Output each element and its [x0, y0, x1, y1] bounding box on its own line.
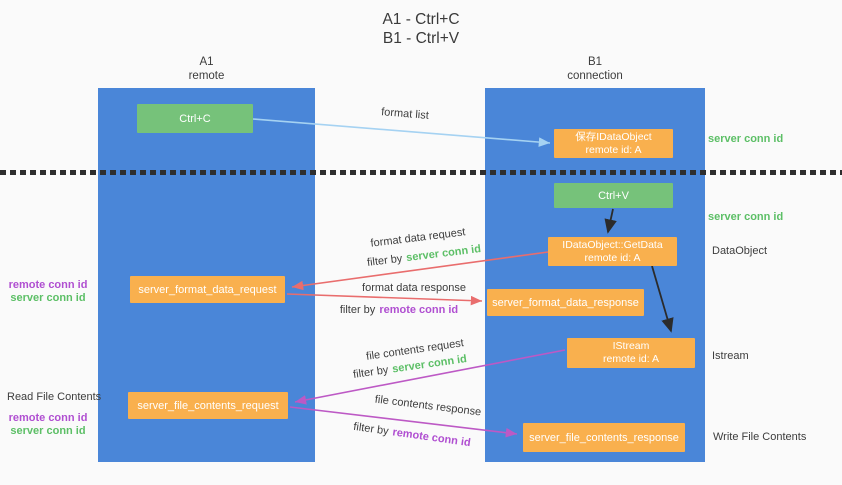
lane-header-b1: B1 connection — [485, 55, 705, 83]
istream-box: IStream remote id: A — [567, 338, 695, 368]
filter-by-text: filter by — [352, 420, 390, 438]
arrow-format-data-response — [286, 293, 483, 306]
lane-header-a1: A1 remote — [98, 55, 315, 83]
server-conn-id-left-1: server conn id — [10, 292, 86, 304]
read-file-contents-label: Read File Contents — [7, 391, 102, 403]
server-conn-id-text: server conn id — [405, 243, 482, 265]
server-format-data-response-box: server_format_data_response — [487, 289, 644, 316]
server-file-contents-request-label: server_file_contents_request — [137, 399, 279, 412]
istream-side-label: Istream — [712, 350, 749, 362]
ctrl-v-label: Ctrl+V — [598, 189, 629, 202]
format-list-label: format list — [380, 106, 430, 122]
server-conn-id-left-2: server conn id — [10, 425, 86, 437]
lane-b1-role: connection — [567, 70, 623, 82]
ctrl-c-box: Ctrl+C — [137, 104, 253, 133]
title-line-1: A1 - Ctrl+C — [382, 11, 460, 28]
format-data-response-label: format data response — [362, 282, 466, 294]
ctrl-v-box: Ctrl+V — [554, 183, 673, 208]
getdata-line1: IDataObject::GetData — [562, 238, 663, 251]
file-contents-response-label: file contents response — [374, 393, 482, 419]
page-title: A1 - Ctrl+C B1 - Ctrl+V — [0, 10, 842, 48]
write-file-contents-label: Write File Contents — [713, 431, 807, 443]
istream-line2: remote id: A — [602, 353, 660, 365]
save-idataobject-line1: 保存IDataObject — [575, 130, 652, 143]
save-idataobject-box: 保存IDataObject remote id: A — [554, 129, 673, 158]
server-conn-id-right-1: server conn id — [708, 133, 784, 145]
dotted-separator-line — [0, 170, 842, 175]
filter-by-text: filter by — [366, 252, 404, 269]
filter-by-text: filter by — [339, 304, 376, 316]
server-file-contents-response-label: server_file_contents_response — [529, 431, 679, 444]
lane-b1-name: B1 — [587, 56, 603, 68]
lane-a1-role: remote — [188, 70, 225, 82]
left-conn-id-group-2: remote conn id server conn id — [0, 412, 96, 438]
server-file-contents-request-box: server_file_contents_request — [128, 392, 288, 419]
remote-conn-id-left-2: remote conn id — [8, 412, 88, 424]
server-conn-id-right-2: server conn id — [708, 211, 784, 223]
save-idataobject-line2: remote id: A — [585, 143, 642, 156]
lane-a1-name: A1 — [199, 56, 214, 68]
filter-by-text: filter by — [352, 364, 390, 381]
server-format-data-request-label: server_format_data_request — [138, 283, 277, 296]
getdata-box: IDataObject::GetData remote id: A — [548, 237, 677, 266]
remote-conn-id-text: remote conn id — [379, 304, 459, 316]
server-format-data-response-label: server_format_data_response — [492, 296, 639, 309]
remote-conn-id-left-1: remote conn id — [8, 279, 88, 291]
getdata-line2: remote id: A — [584, 251, 641, 264]
istream-line1: IStream — [612, 340, 650, 352]
left-conn-id-group-1: remote conn id server conn id — [0, 279, 96, 305]
server-file-contents-response-box: server_file_contents_response — [523, 423, 685, 452]
dataobject-label: DataObject — [712, 245, 768, 257]
ctrl-c-label: Ctrl+C — [179, 112, 211, 125]
remote-conn-id-text: remote conn id — [391, 426, 472, 450]
title-line-2: B1 - Ctrl+V — [382, 30, 460, 47]
server-format-data-request-box: server_format_data_request — [130, 276, 285, 303]
